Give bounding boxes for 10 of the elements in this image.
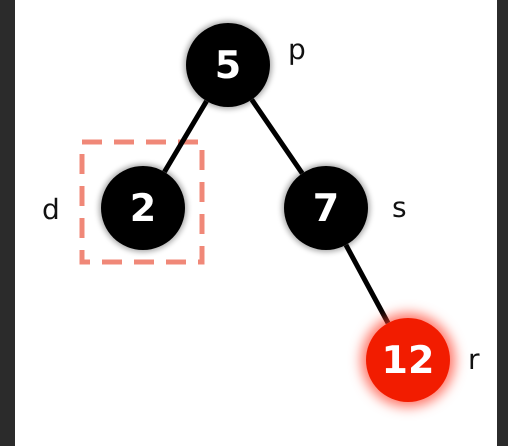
tree-node: 7 <box>284 166 368 250</box>
tree-edge <box>250 98 304 175</box>
tree-edge <box>344 244 390 324</box>
tree-node: 12 <box>366 318 450 402</box>
node-label: p <box>288 36 306 64</box>
tree-node: 2 <box>101 166 185 250</box>
node-label: r <box>468 346 480 374</box>
tree-node: 5 <box>186 23 270 107</box>
node-label: d <box>42 196 60 224</box>
node-label: s <box>392 194 407 222</box>
